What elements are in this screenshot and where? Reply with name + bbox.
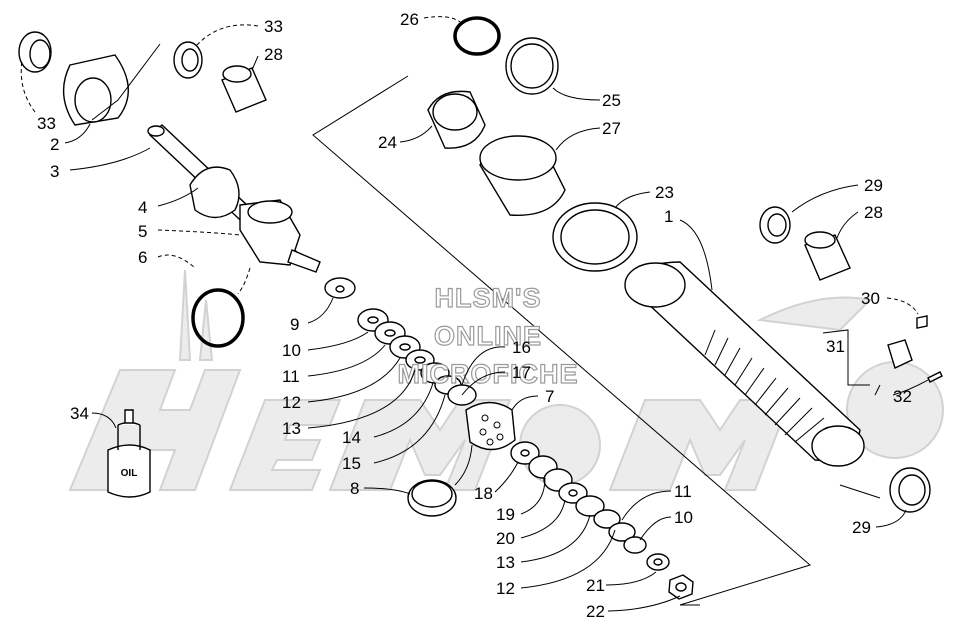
- callout-27: 27: [602, 119, 621, 138]
- callout-2: 2: [50, 135, 59, 154]
- callout-25: 25: [602, 91, 621, 110]
- callout-14: 14: [342, 428, 361, 447]
- part-29-bushing-top: [759, 206, 791, 244]
- part-4-bumper: [189, 166, 240, 219]
- part-21-washer: [646, 553, 670, 571]
- callout-30: 30: [861, 289, 880, 308]
- callout-16: 16: [512, 338, 531, 357]
- valve-shims-upper: [357, 308, 477, 406]
- callout-3: 3: [50, 162, 59, 181]
- callout-17: 17: [512, 363, 531, 382]
- callout-21: 21: [586, 576, 605, 595]
- callout-19: 19: [496, 505, 515, 524]
- part-2-eye-sleeve: [62, 54, 129, 126]
- watermark-line-1: HLSM'S: [435, 283, 542, 313]
- callout-11b: 11: [674, 482, 692, 501]
- callout-4: 4: [138, 198, 147, 217]
- callout-10b: 10: [674, 508, 693, 527]
- watermark-line-3: MICROFICHE: [398, 359, 579, 389]
- valve-shims-lower: [510, 441, 647, 554]
- callout-13b: 13: [496, 553, 515, 572]
- callout-6: 6: [138, 248, 147, 267]
- watermark: HLSM'S ONLINE MICROFICHE: [397, 282, 579, 389]
- callout-7: 7: [545, 387, 554, 406]
- watermark-line-2: ONLINE: [434, 321, 542, 351]
- part-28-spacer-right: [804, 231, 851, 281]
- callout-15: 15: [342, 454, 361, 473]
- part-26-o-ring: [453, 16, 501, 56]
- part-5-shaft-end: [239, 199, 321, 273]
- callout-24: 24: [378, 133, 397, 152]
- callout-34: 34: [70, 404, 89, 423]
- part-27-reservoir-cap: [479, 135, 566, 216]
- callout-1: 1: [664, 207, 673, 226]
- callout-5: 5: [138, 222, 147, 241]
- leader-lines: [20, 16, 929, 612]
- part-30-screw: [916, 315, 928, 329]
- part-9-washer: [324, 277, 356, 299]
- part-31-valve: [874, 339, 913, 396]
- callout-labels: 33 28 33 2 3 4 5 6 26 25 24 27 23 1 29 2…: [37, 10, 912, 621]
- callout-33b: 33: [37, 114, 56, 133]
- callout-23: 23: [655, 183, 674, 202]
- callout-10a: 10: [282, 341, 301, 360]
- part-22-nut: [668, 574, 694, 600]
- callout-8: 8: [350, 479, 359, 498]
- callout-33a: 33: [264, 17, 283, 36]
- callout-28a: 28: [264, 45, 283, 64]
- callout-9: 9: [290, 315, 299, 334]
- callout-31: 31: [826, 337, 845, 356]
- assembly-bracket-line: [312, 75, 812, 606]
- callout-29a: 29: [864, 176, 883, 195]
- callout-18: 18: [474, 484, 493, 503]
- part-7-piston: [465, 401, 516, 451]
- part-33-bushing-top: [173, 41, 203, 79]
- callout-26: 26: [400, 10, 419, 29]
- callout-20: 20: [496, 529, 515, 548]
- oil-bottle-label: OIL: [121, 468, 138, 479]
- part-34-oil-bottle: OIL: [107, 409, 151, 498]
- part-33-bushing-left: [18, 31, 52, 73]
- part-25-seal: [505, 37, 559, 95]
- part-24-cap: [427, 90, 486, 149]
- callout-12b: 12: [496, 579, 515, 598]
- part-23-seal-ring: [552, 202, 638, 272]
- part-32-core: [927, 371, 943, 383]
- part-6-o-ring: [191, 288, 245, 348]
- callout-12a: 12: [282, 393, 301, 412]
- part-1-shock-body: [624, 261, 865, 467]
- part-8-piston-band: [407, 479, 457, 517]
- part-29-bushing-bottom: [889, 467, 931, 513]
- callout-13a: 13: [282, 419, 301, 438]
- callout-29b: 29: [852, 518, 871, 537]
- part-28-spacer-top: [221, 65, 267, 113]
- callout-22: 22: [586, 602, 605, 621]
- callout-11a: 11: [282, 367, 300, 386]
- callout-32: 32: [893, 387, 912, 406]
- callout-28b: 28: [864, 203, 883, 222]
